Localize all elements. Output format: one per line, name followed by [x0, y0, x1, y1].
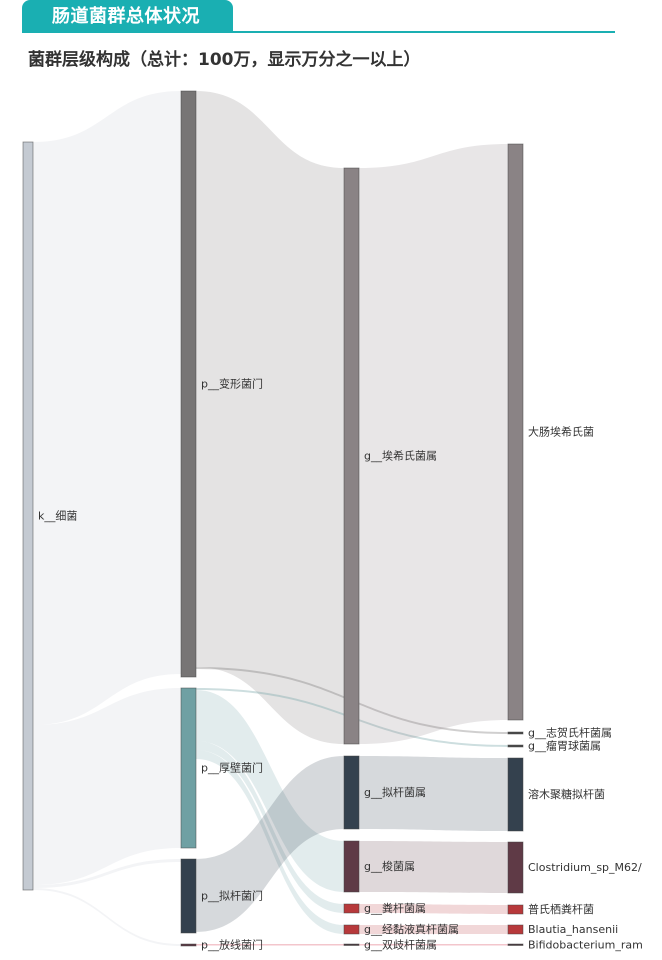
sankey-link-k-p_ng[interactable]: [33, 859, 181, 888]
sankey-node-k[interactable]: [22, 141, 34, 891]
sankey-node-p_bx[interactable]: [180, 90, 197, 678]
sankey-node-label: g__梭菌属: [364, 859, 415, 873]
sankey-node-s_cl[interactable]: [507, 841, 524, 894]
sankey-link-p_hb-g_jn[interactable]: [196, 750, 344, 934]
sankey-node-s_dc[interactable]: [507, 143, 524, 721]
sankey-node-label: g__双歧杆菌属: [364, 937, 437, 951]
sankey-node-p_hb[interactable]: [180, 687, 197, 849]
sankey-link-p_fx-g_sq[interactable]: [196, 944, 344, 946]
sankey-node-g_ng[interactable]: [343, 755, 360, 830]
sankey-node-label: 溶木聚糖拟杆菌: [528, 787, 605, 801]
sankey-node-label: 普氏栖粪杆菌: [528, 902, 594, 916]
sankey-node-g_jn[interactable]: [343, 924, 360, 935]
sankey-links: [33, 91, 508, 946]
sankey-node-label: g__埃希氏菌属: [364, 449, 437, 463]
sankey-link-g_s-s_cl[interactable]: [359, 841, 508, 893]
sankey-node-label: g__经黏液真杆菌属: [364, 922, 459, 936]
section-tab-header: 肠道菌群总体状况: [22, 0, 233, 33]
sankey-link-g_jn-s_bh[interactable]: [359, 925, 508, 934]
sankey-node-label: g__拟杆菌属: [364, 785, 426, 799]
sankey-labels: k__细菌 p__变形菌门 p__厚壁菌门 p__拟杆菌门 p__放线菌门 g__埃希氏菌…: [38, 377, 643, 952]
sankey-node-g_sq[interactable]: [343, 943, 360, 946]
sankey-node-s_rm[interactable]: [507, 757, 524, 832]
sankey-node-label: g__粪杆菌属: [364, 901, 426, 915]
sankey-node-label: Bifidobacterium_ram: [528, 938, 643, 951]
tab-underline: [22, 31, 615, 33]
sankey-node-label: 大肠埃希氏菌: [528, 425, 594, 439]
sankey-node-label: k__细菌: [38, 510, 77, 523]
sankey-node-s_bf[interactable]: [507, 943, 524, 946]
sankey-link-g_fg-s_pq[interactable]: [359, 904, 508, 914]
sankey-node-s_bh[interactable]: [507, 924, 524, 935]
sankey-link-k-p_hb[interactable]: [33, 688, 181, 885]
sankey-link-p_hb-g_s[interactable]: [196, 690, 344, 892]
sankey-node-g_ax[interactable]: [343, 167, 360, 745]
sankey-node-label: g__瘤胃球菌属: [528, 739, 601, 753]
sankey-link-g_ng-s_rm[interactable]: [359, 756, 508, 831]
sankey-node-label: g__志贺氏杆菌属: [528, 726, 612, 740]
sankey-link-p_hb-g_fg[interactable]: [196, 741, 344, 913]
sankey-node-label: Clostridium_sp_M62/: [528, 861, 642, 874]
sankey-link-p_ng-g_ng[interactable]: [196, 756, 344, 932]
sankey-link-p_bx-g_ax[interactable]: [196, 91, 344, 744]
sankey-link-k-p_bx[interactable]: [33, 91, 181, 725]
sankey-link-g_ax-s_dc[interactable]: [359, 144, 508, 744]
sankey-node-g_s[interactable]: [343, 840, 360, 893]
sankey-node-label: p__放线菌门: [201, 938, 263, 952]
tab-title: 肠道菌群总体状况: [52, 6, 200, 27]
sankey-link-k-p_fx[interactable]: [33, 888, 181, 946]
sankey-node-s_pq[interactable]: [507, 904, 524, 915]
sankey-node-label: p__厚壁菌门: [201, 761, 263, 775]
sankey-node-g_zh[interactable]: [507, 731, 524, 735]
sankey-node-label: p__变形菌门: [201, 377, 263, 391]
sankey-nodes: [22, 90, 524, 947]
chart-title: 菌群层级构成（总计：100万，显示万分之一以上）: [28, 50, 421, 70]
sankey-node-label: Blautia_hansenii: [528, 923, 618, 936]
sankey-node-g_lw[interactable]: [507, 744, 524, 748]
sankey-node-p_fx[interactable]: [180, 943, 197, 947]
sankey-node-label: p__拟杆菌门: [201, 889, 263, 903]
sankey-node-p_ng[interactable]: [180, 858, 197, 934]
sankey-node-g_fg[interactable]: [343, 903, 360, 914]
sankey-link-g_sq-s_bf[interactable]: [359, 944, 508, 946]
